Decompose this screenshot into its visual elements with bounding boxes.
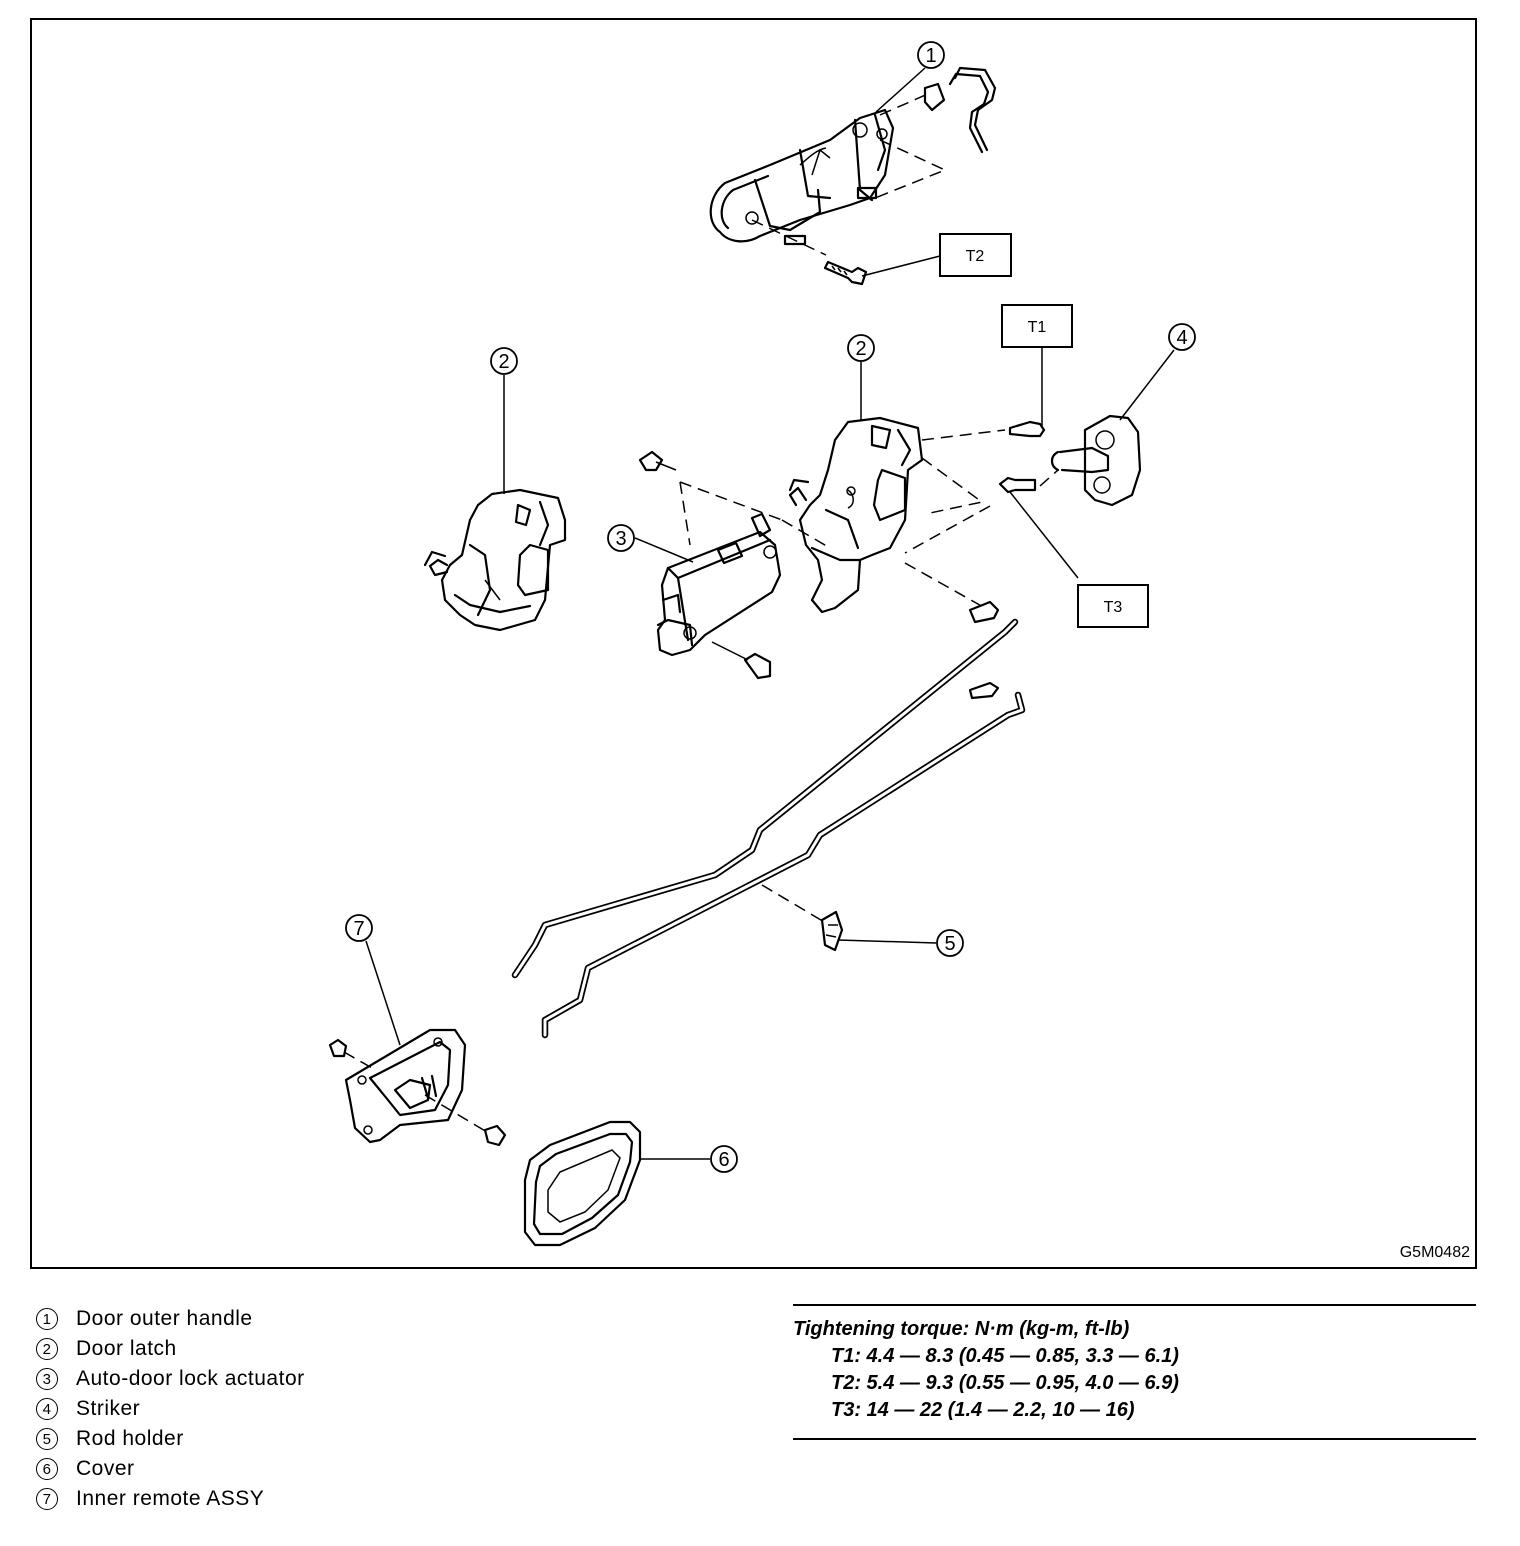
legend-item: 7 Inner remote ASSY xyxy=(36,1484,305,1514)
legend-item: 5 Rod holder xyxy=(36,1424,305,1454)
door-rods xyxy=(511,600,1026,1039)
figure-code: G5M0482 xyxy=(1400,1244,1470,1261)
svg-text:T2: T2 xyxy=(966,248,985,265)
legend-label: Door latch xyxy=(76,1337,177,1360)
legend-item: 3 Auto-door lock actuator xyxy=(36,1364,305,1394)
callout-2-left: 2 xyxy=(490,347,518,375)
torque-row-t1: T1: 4.4 — 8.3 (0.45 — 0.85, 3.3 — 6.1) xyxy=(831,1345,1179,1367)
legend-item: 4 Striker xyxy=(36,1394,305,1424)
callout-7: 7 xyxy=(345,914,373,942)
legend-number: 5 xyxy=(36,1428,58,1450)
door-latch-right-part xyxy=(788,416,924,614)
torque-box-t3: T3 xyxy=(1077,584,1149,628)
inner-remote-assy-part xyxy=(328,1028,507,1147)
legend-label: Rod holder xyxy=(76,1427,184,1450)
svg-text:6: 6 xyxy=(718,1149,729,1171)
torque-box-t2: T2 xyxy=(939,233,1012,277)
legend-label: Door outer handle xyxy=(76,1307,253,1330)
striker-part xyxy=(1050,414,1142,507)
legend-item: 6 Cover xyxy=(36,1454,305,1484)
callout-5: 5 xyxy=(936,929,964,957)
svg-text:2: 2 xyxy=(498,351,509,373)
legend-item: 1 Door outer handle xyxy=(36,1304,305,1334)
legend-number: 1 xyxy=(36,1308,58,1330)
diagram-frame xyxy=(30,18,1477,1269)
torque-box-t1: T1 xyxy=(1001,304,1073,348)
callout-6: 6 xyxy=(710,1145,738,1173)
svg-text:T3: T3 xyxy=(1104,599,1123,616)
striker-bolts xyxy=(904,420,1059,609)
svg-text:2: 2 xyxy=(855,338,866,360)
tightening-torque-table: Tightening torque: N·m (kg-m, ft-lb) T1:… xyxy=(793,1304,1476,1440)
door-latch-left-part xyxy=(423,488,567,632)
torque-title: Tightening torque: N·m (kg-m, ft-lb) xyxy=(793,1318,1130,1340)
legend-number: 7 xyxy=(36,1488,58,1510)
legend-label: Inner remote ASSY xyxy=(76,1487,265,1510)
legend-label: Striker xyxy=(76,1397,141,1420)
callout-4: 4 xyxy=(1168,323,1196,351)
callout-3: 3 xyxy=(607,524,635,552)
cover-part xyxy=(523,1120,642,1247)
leader-lines xyxy=(365,67,1175,1160)
svg-text:4: 4 xyxy=(1176,327,1187,349)
torque-row-t2: T2: 5.4 — 9.3 (0.55 — 0.95, 4.0 — 6.9) xyxy=(831,1372,1179,1394)
legend-label: Auto-door lock actuator xyxy=(76,1367,305,1390)
callout-2-right: 2 xyxy=(847,334,875,362)
torque-row-t3: T3: 14 — 22 (1.4 — 2.2, 10 — 16) xyxy=(831,1399,1135,1421)
legend-number: 4 xyxy=(36,1398,58,1420)
parts-legend: 1 Door outer handle 2 Door latch 3 Auto-… xyxy=(36,1304,305,1514)
callout-1: 1 xyxy=(917,41,945,69)
legend-label: Cover xyxy=(76,1457,135,1480)
legend-number: 6 xyxy=(36,1458,58,1480)
svg-text:5: 5 xyxy=(944,933,955,955)
door-outer-handle-part xyxy=(709,66,997,286)
svg-text:T1: T1 xyxy=(1028,319,1047,336)
svg-text:7: 7 xyxy=(353,918,364,940)
auto-door-lock-actuator-part xyxy=(638,450,831,680)
svg-text:1: 1 xyxy=(925,45,936,67)
legend-item: 2 Door latch xyxy=(36,1334,305,1364)
legend-number: 2 xyxy=(36,1338,58,1360)
svg-text:3: 3 xyxy=(615,528,626,550)
legend-number: 3 xyxy=(36,1368,58,1390)
